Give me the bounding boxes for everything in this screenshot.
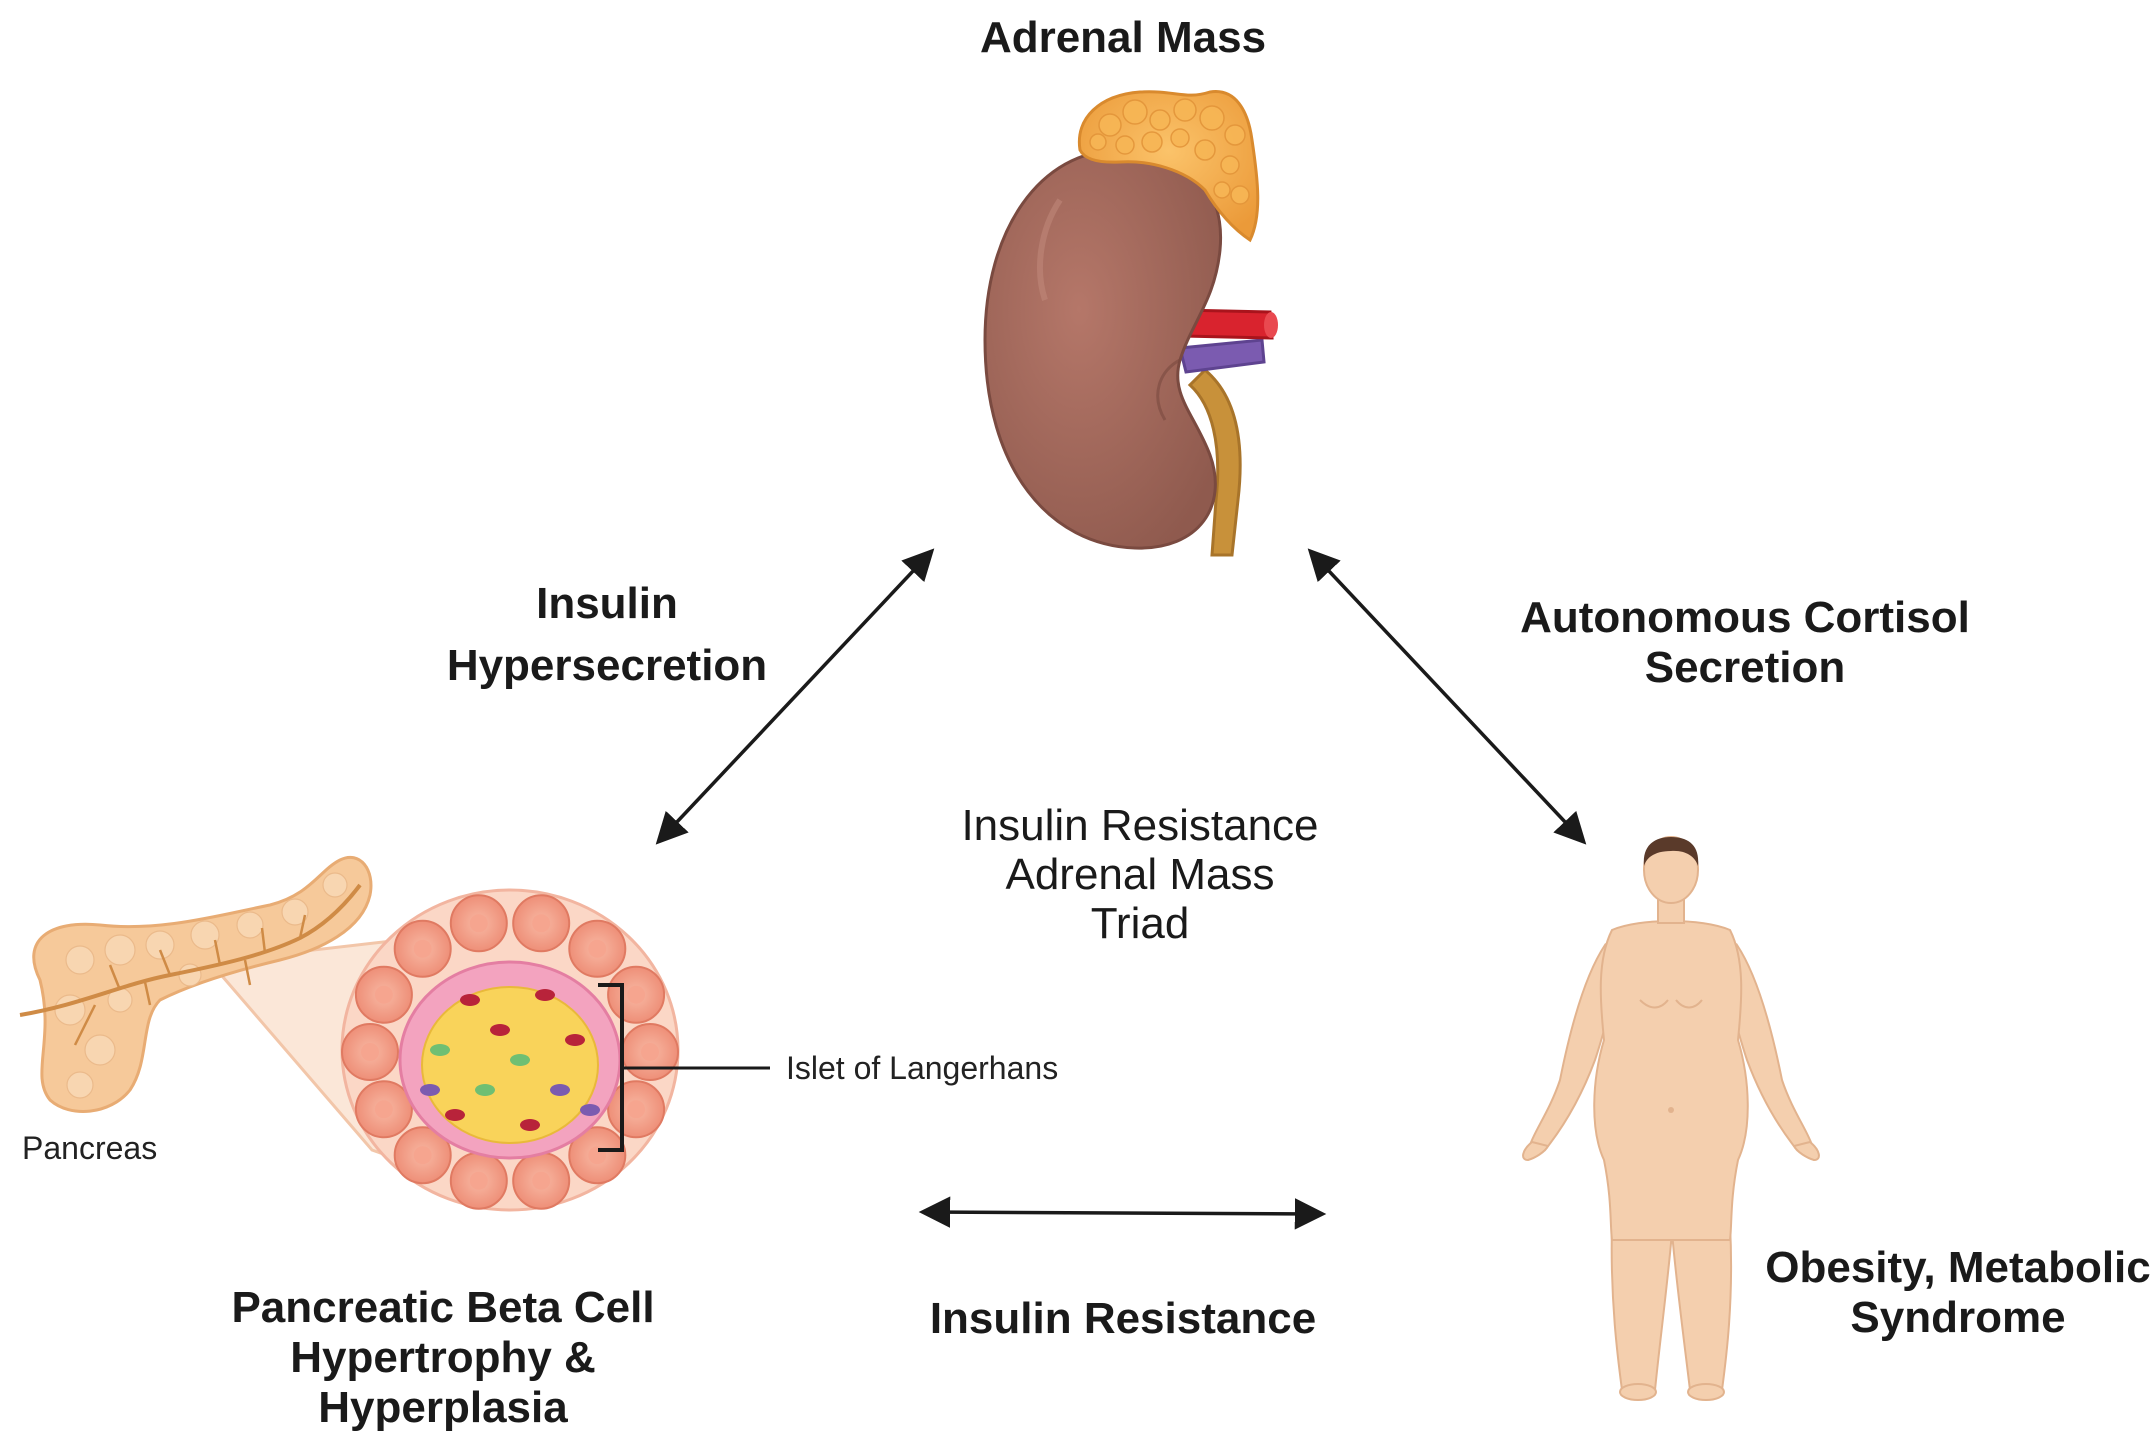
arrow-pancreas-human [918,1196,1327,1230]
islet-cell [535,989,555,1001]
acinus-lumen [469,914,488,933]
islet-zoom [340,888,680,1212]
acinus-lumen [532,1171,551,1190]
pancreatic-duct [19,883,362,1017]
islet-cell [550,1084,570,1096]
islet-cell [445,1109,465,1121]
kidney [983,148,1223,550]
acinus-lumen [627,985,646,1004]
edge-label-insulin-hypersecretion-line-1: Insulin [536,579,678,628]
human-legs [1610,1224,1733,1391]
islet-cell [420,1084,440,1096]
islet-cell [460,994,480,1006]
ureter [1187,367,1242,557]
center-title-line-2: Adrenal Mass [1005,850,1274,899]
acinus-lumen [641,1043,659,1061]
edge-label-cortisol-line-2: Secretion [1645,643,1846,692]
edge-label-cortisol-line-1: Autonomous Cortisol [1520,593,1970,642]
pancreas-caption-line-3: Hyperplasia [318,1383,568,1432]
human-caption-line-2: Syndrome [1850,1293,2065,1342]
pancreas-caption-line-2: Hypertrophy & [290,1333,596,1382]
islet-label: Islet of Langerhans [786,1050,1058,1086]
human-torso [1593,920,1749,1241]
renal-vein [1178,338,1266,374]
acinus-lumen [588,939,607,958]
center-title-line-3: Triad [1091,899,1190,948]
acinus-lumen [413,939,432,958]
acinus-lumen [469,1171,488,1190]
islet-cell [520,1119,540,1131]
acinus-lumen [627,1100,646,1119]
pancreas-caption-line-1: Pancreatic Beta Cell [231,1283,654,1332]
acinus-lumen [413,1146,432,1165]
human-figure [1522,836,1820,1401]
human-caption-line-1: Obesity, Metabolic [1765,1243,2151,1292]
acinus-lumen [374,985,393,1004]
acinus-lumen [361,1043,379,1061]
pancreas-label: Pancreas [22,1130,157,1166]
islet-cell [580,1104,600,1116]
kidney-adrenal-illustration [983,90,1278,557]
bottom-edge-label: Insulin Resistance [930,1294,1316,1343]
edge-label-insulin-hypersecretion-line-2: Hypersecretion [447,641,767,690]
arrow-adrenal-human [1307,548,1587,845]
center-title-line-1: Insulin Resistance [961,801,1318,850]
human-hair [1643,837,1699,866]
islet-cell [565,1034,585,1046]
islet-cells [420,989,600,1131]
adrenal-mass-title: Adrenal Mass [980,13,1266,62]
acinus-lumen [532,914,551,933]
acinus-lumen [374,1100,393,1119]
islet-cell [430,1044,450,1056]
arrows [655,548,1587,1230]
islet-cell [490,1024,510,1036]
islet-cell [510,1054,530,1066]
arrow-adrenal-pancreas [655,548,935,845]
acinar-cells [341,894,679,1210]
pancreas-illustration [19,856,770,1212]
islet-cell [475,1084,495,1096]
